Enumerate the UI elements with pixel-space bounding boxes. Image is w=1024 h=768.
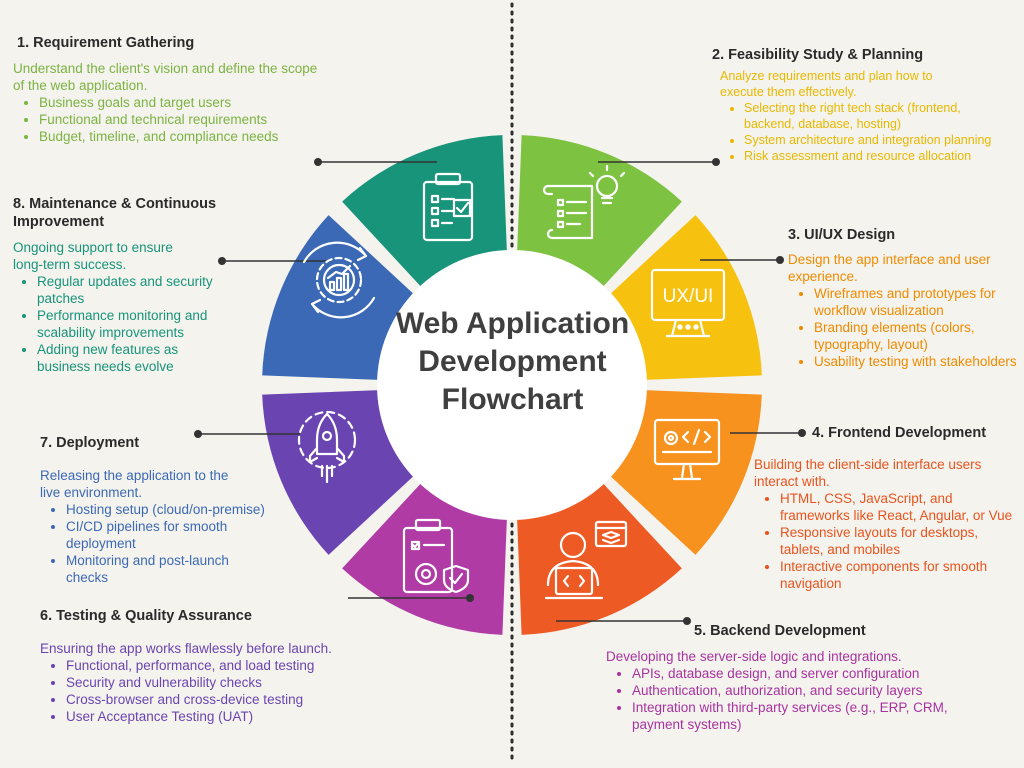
step-title: 4. Frontend Development: [812, 425, 987, 441]
step-bullets: Regular updates and security patches Per…: [13, 273, 223, 375]
center-circle: [377, 250, 647, 520]
step-frontend-development: 4. Frontend Development: [812, 424, 1017, 442]
step-title: 3. UI/UX Design: [788, 227, 896, 243]
connector-5: [556, 617, 691, 625]
bullet-item: Monitoring and post-launch checks: [66, 552, 265, 586]
bullet-item: Functional and technical requirements: [39, 111, 328, 128]
connector-8: [218, 257, 330, 265]
performance-gear-icon: [302, 241, 376, 319]
step-description: Releasing the application to the live en…: [40, 468, 229, 500]
connector-3: [700, 256, 784, 264]
clipboard-checklist-icon: [422, 172, 474, 242]
wedge-uiux: [598, 389, 762, 555]
step-bullets: Selecting the right tech stack (frontend…: [712, 100, 1009, 164]
step-title: 5. Backend Development: [694, 623, 866, 639]
bullet-item: CI/CD pipelines for smooth deployment: [66, 518, 265, 552]
bullet-item: Cross-browser and cross-device testing: [66, 691, 370, 708]
step-requirement-details: Understand the client's vision and defin…: [13, 56, 328, 145]
step-description: Design the app interface and user experi…: [788, 252, 991, 284]
bullet-item: Security and vulnerability checks: [66, 674, 370, 691]
center-title: Web Application Development Flowchart: [395, 307, 630, 416]
quality-clipboard-icon: [402, 518, 470, 594]
step-testing-qa: 6. Testing & Quality Assurance Ensuring …: [40, 607, 370, 725]
developer-laptop-icon: [544, 520, 628, 600]
connector-2: [598, 158, 720, 166]
connector-6: [348, 594, 474, 602]
step-description: Building the client-side interface users…: [754, 457, 982, 489]
step-backend-development: 5. Backend Development: [694, 622, 994, 640]
step-feasibility-study: 2. Feasibility Study & Planning Analyze …: [712, 46, 1012, 164]
step-description: Understand the client's vision and defin…: [13, 61, 318, 93]
step-bullets: Functional, performance, and load testin…: [40, 657, 370, 725]
bullet-item: Business goals and target users: [39, 94, 328, 111]
step-title: 2. Feasibility Study & Planning: [712, 47, 924, 63]
wedge-testing: [262, 389, 426, 555]
step-description: Ongoing support to ensure long-term succ…: [13, 240, 173, 272]
idea-scroll-icon: [542, 164, 626, 240]
bullet-item: Wireframes and prototypes for workflow v…: [814, 285, 1020, 319]
bullet-item: Interactive components for smooth naviga…: [780, 558, 1022, 592]
bullet-item: Adding new features as business needs ev…: [37, 341, 223, 375]
connector-7: [194, 430, 300, 438]
step-bullets: HTML, CSS, JavaScript, and frameworks li…: [754, 490, 1022, 592]
step-title: 1. Requirement Gathering: [17, 35, 195, 51]
bullet-item: Regular updates and security patches: [37, 273, 223, 307]
wedge-backend: [342, 471, 508, 635]
uiux-icon-label: UX/UI: [663, 286, 714, 307]
step-description: Analyze requirements and plan how to exe…: [720, 69, 933, 99]
code-monitor-icon: [653, 418, 721, 481]
step-bullets: Business goals and target users Function…: [13, 94, 328, 145]
step-description: Developing the server-side logic and int…: [606, 649, 902, 664]
bullet-item: Functional, performance, and load testin…: [66, 657, 370, 674]
step-bullets: APIs, database design, and server config…: [606, 665, 1002, 733]
step-uiux-design: 3. UI/UX Design Design the app interface…: [788, 226, 1020, 370]
ux-ui-monitor-icon: UX/UI: [650, 268, 726, 338]
step-backend-details: Developing the server-side logic and int…: [606, 644, 1011, 733]
bullet-item: Authentication, authorization, and secur…: [632, 682, 1002, 699]
bullet-item: User Acceptance Testing (UAT): [66, 708, 370, 725]
step-title: 8. Maintenance & Continuous Improvement: [13, 196, 217, 230]
bullet-item: Performance monitoring and scalability i…: [37, 307, 223, 341]
bullet-item: HTML, CSS, JavaScript, and frameworks li…: [780, 490, 1022, 524]
bullet-item: Responsive layouts for desktops, tablets…: [780, 524, 1022, 558]
bullet-item: Budget, timeline, and compliance needs: [39, 128, 328, 145]
step-bullets: Wireframes and prototypes for workflow v…: [788, 285, 1020, 370]
step-frontend-details: Building the client-side interface users…: [754, 452, 1022, 592]
step-description: Ensuring the app works flawlessly before…: [40, 641, 332, 656]
step-deployment: 7. Deployment Releasing the application …: [40, 434, 265, 586]
connector-lines: [194, 158, 806, 625]
wedge-feasibility: [598, 215, 762, 381]
rocket-gear-icon: [297, 410, 357, 484]
step-bullets: Hosting setup (cloud/on-premise) CI/CD p…: [40, 501, 265, 586]
bullet-item: Risk assessment and resource allocation: [744, 148, 1009, 164]
step-requirement-gathering: 1. Requirement Gathering: [17, 34, 327, 52]
bullet-item: Integration with third-party services (e…: [632, 699, 1002, 733]
bullet-item: Branding elements (colors, typography, l…: [814, 319, 1020, 353]
connector-4: [730, 429, 806, 437]
wedge-deployment: [262, 215, 426, 381]
bullet-item: Hosting setup (cloud/on-premise): [66, 501, 265, 518]
step-maintenance: 8. Maintenance & Continuous Improvement …: [13, 195, 223, 375]
bullet-item: APIs, database design, and server config…: [632, 665, 1002, 682]
connector-1: [314, 158, 437, 166]
step-title: 7. Deployment: [40, 435, 140, 451]
bullet-item: Selecting the right tech stack (frontend…: [744, 100, 1009, 132]
bullet-item: Usability testing with stakeholders: [814, 353, 1020, 370]
bullet-item: System architecture and integration plan…: [744, 132, 1009, 148]
wedge-requirement: [516, 135, 682, 299]
step-title: 6. Testing & Quality Assurance: [40, 608, 252, 624]
